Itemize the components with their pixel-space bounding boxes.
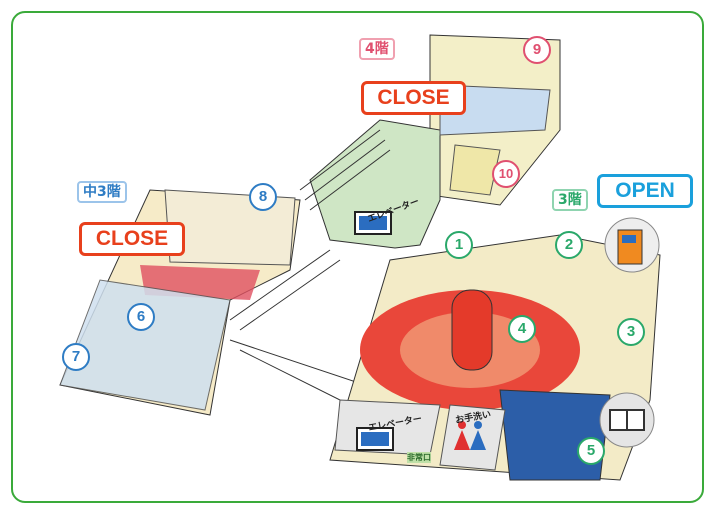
spot-6-marker[interactable]: 6 — [127, 303, 155, 331]
restroom-icon — [454, 421, 486, 450]
floor-4-label: 4階 — [359, 38, 395, 60]
floor-4-status: CLOSE — [361, 81, 466, 115]
atm-icon — [604, 217, 660, 273]
floor-mezzanine-status: CLOSE — [79, 222, 185, 256]
spot-9-marker[interactable]: 9 — [523, 36, 551, 64]
spot-4-marker[interactable]: 4 — [508, 315, 536, 343]
floor-4-area — [309, 34, 561, 249]
spot-8-marker[interactable]: 8 — [249, 183, 277, 211]
spot-5-marker[interactable]: 5 — [577, 437, 605, 465]
stairs — [229, 129, 391, 411]
spot-3-marker[interactable]: 3 — [617, 318, 645, 346]
spot-1-marker[interactable]: 1 — [445, 231, 473, 259]
floor-mezzanine-label: 中3階 — [77, 181, 127, 203]
floor-3-status: OPEN — [597, 174, 693, 208]
spot-2-marker[interactable]: 2 — [555, 231, 583, 259]
elevator-icon — [356, 427, 394, 451]
floor-3-label: 3階 — [552, 189, 588, 211]
floor-mezzanine-area — [59, 189, 301, 416]
spot-10-marker[interactable]: 10 — [492, 160, 520, 188]
map-frame — [11, 11, 704, 503]
elevator-icon — [354, 211, 392, 235]
window-icon — [599, 392, 655, 448]
spot-7-marker[interactable]: 7 — [62, 343, 90, 371]
emergency-exit-label: 非常口 — [407, 452, 431, 463]
